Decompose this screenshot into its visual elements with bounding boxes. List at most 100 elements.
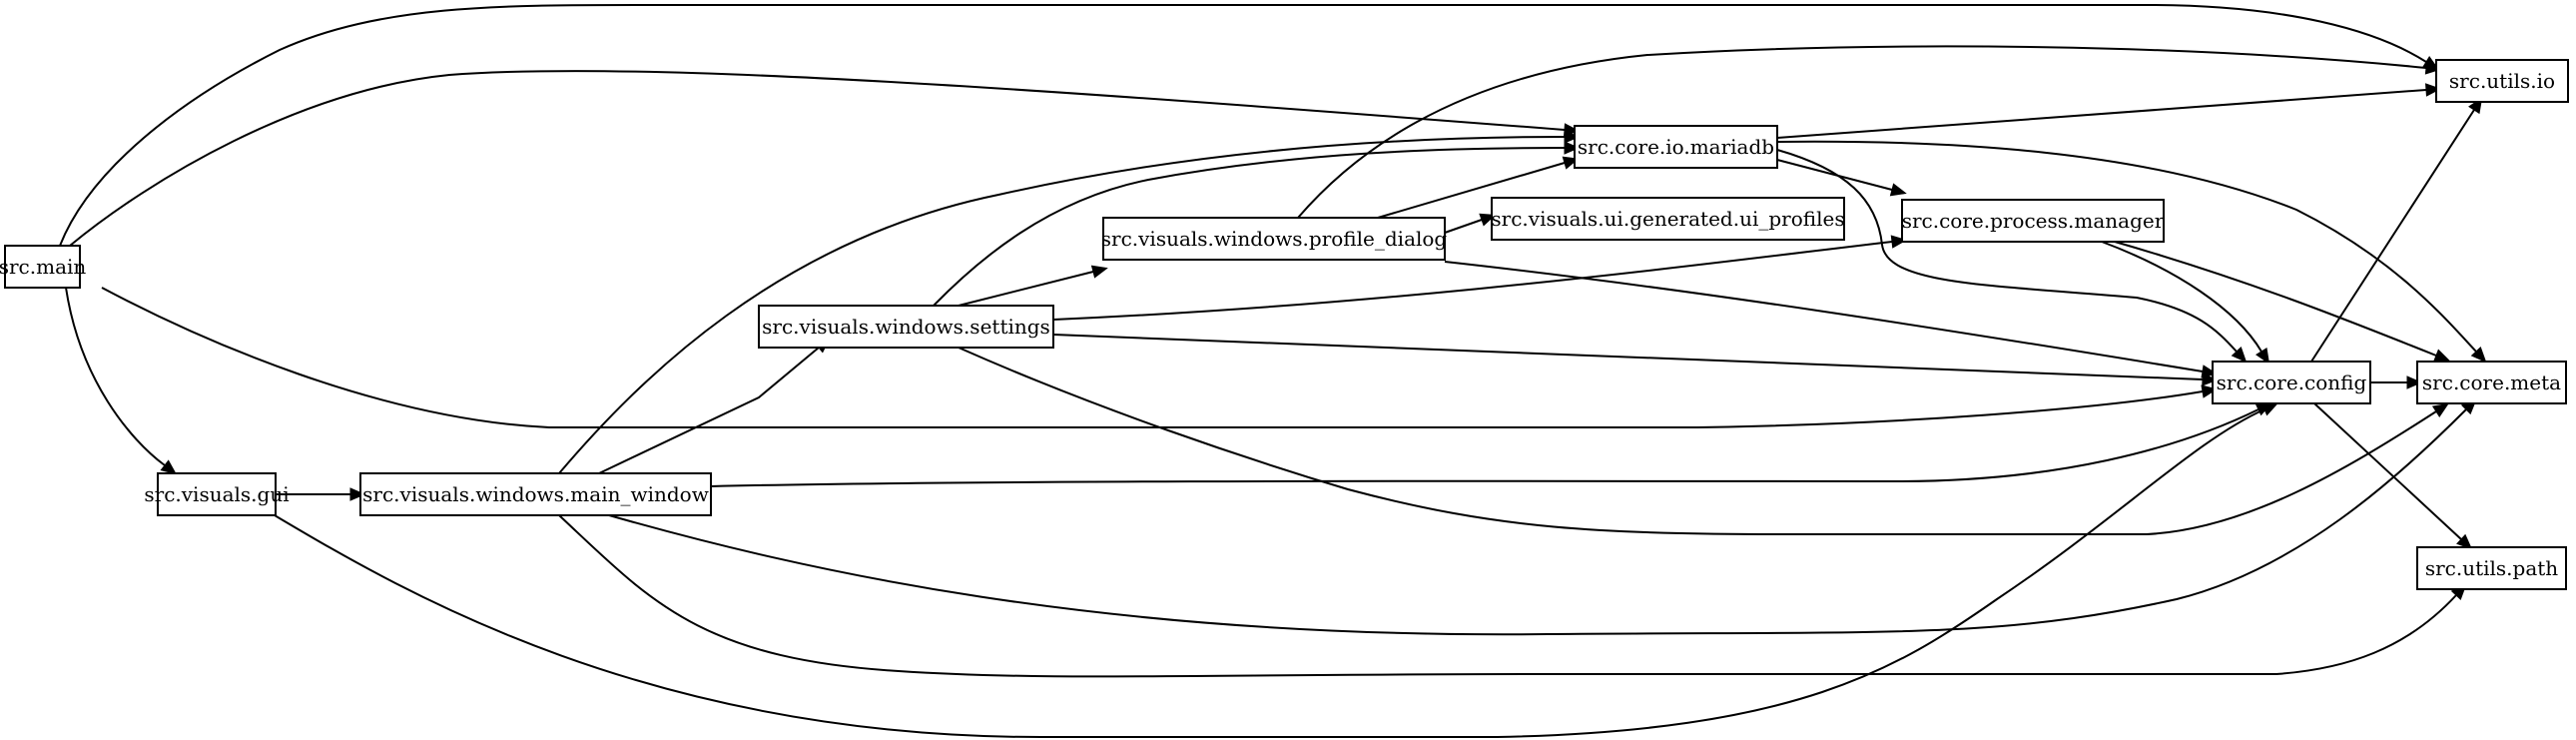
node-box — [1102, 217, 1446, 261]
edge-gui-to-main_window — [276, 487, 366, 501]
node-mariadb: src.core.io.mariadb — [1574, 125, 1778, 169]
edges-layer — [59, 4, 2487, 739]
edge-line — [558, 514, 2457, 678]
edge-arrowhead — [1890, 235, 1908, 249]
edge-arrowhead — [2456, 533, 2473, 550]
edge-mariadb-to-utils_io — [1776, 83, 2442, 139]
edge-arrowhead — [1564, 141, 1581, 155]
edge-mariadb-to-meta — [1776, 140, 2487, 364]
node-config: src.core.config — [2212, 361, 2371, 404]
edge-line — [1776, 89, 2427, 139]
node-settings: src.visuals.windows.settings — [758, 305, 1054, 349]
edge-profile_dialog-to-config — [1444, 261, 2219, 378]
edge-line — [1776, 159, 1893, 191]
edge-arrowhead — [2425, 83, 2442, 97]
edge-arrowhead — [2231, 347, 2248, 364]
node-label: src.core.io.mariadb — [1578, 135, 1774, 159]
edge-settings-to-meta — [958, 347, 2449, 535]
edge-settings-to-profile_dialog — [958, 265, 1108, 307]
node-label: src.visuals.ui.generated.ui_profiles — [1491, 207, 1844, 231]
edge-line — [710, 408, 2259, 487]
edge-arrowhead — [1090, 265, 1108, 279]
edge-line — [2310, 109, 2475, 363]
edge-line — [101, 287, 2204, 428]
node-box — [359, 472, 712, 516]
node-process-manager: src.core.process.manager — [1901, 199, 2165, 243]
node-utils-path: src.utils.path — [2416, 546, 2567, 590]
edge-mariadb-to-config — [1776, 149, 2248, 364]
edge-arrowhead — [2255, 347, 2270, 365]
edge-line — [608, 408, 2467, 636]
node-box — [2416, 546, 2567, 590]
node-box — [1491, 197, 1845, 241]
edge-main-to-config — [101, 287, 2219, 428]
node-main-window: src.visuals.windows.main_window — [359, 472, 712, 516]
node-utils-io: src.utils.io — [2435, 59, 2569, 103]
edge-line — [1776, 140, 2477, 353]
node-label: src.main — [0, 255, 86, 279]
edge-main_window-to-config — [710, 402, 2272, 487]
node-label: src.visuals.gui — [144, 482, 289, 506]
node-gui: src.visuals.gui — [144, 472, 290, 516]
node-main: src.main — [0, 245, 86, 289]
edge-line — [1052, 241, 1893, 321]
edge-line — [2101, 241, 2262, 353]
edge-line — [2313, 402, 2462, 540]
node-label: src.core.process.manager — [1902, 209, 2165, 233]
edge-arrowhead — [2424, 61, 2442, 75]
edge-line — [958, 271, 1094, 307]
node-label: src.visuals.windows.main_window — [362, 482, 709, 506]
node-box — [758, 305, 1054, 349]
node-label: src.utils.io — [2449, 69, 2555, 93]
edge-mariadb-to-process_manager — [1776, 159, 1907, 197]
edge-arrowhead — [160, 459, 178, 475]
node-box — [157, 472, 277, 516]
edge-line — [1297, 45, 2427, 219]
edge-arrowhead — [2433, 349, 2451, 363]
edge-arrowhead — [2431, 402, 2449, 417]
edge-line — [274, 408, 2265, 739]
node-label: src.visuals.windows.profile_dialog — [1101, 227, 1448, 251]
node-box — [2435, 59, 2569, 103]
edge-line — [59, 4, 2427, 247]
edge-settings-to-process_manager — [1052, 235, 1908, 321]
node-meta: src.core.meta — [2416, 361, 2567, 404]
node-label: src.visuals.windows.settings — [762, 315, 1050, 339]
edge-main_window-to-settings — [598, 338, 831, 474]
edge-main_window-to-mariadb — [558, 130, 1581, 474]
edge-line — [933, 147, 1566, 307]
edge-arrowhead — [1564, 130, 1581, 144]
edge-line — [1776, 149, 2238, 353]
node-label: src.core.config — [2217, 370, 2367, 394]
edge-arrowhead — [2406, 375, 2423, 389]
edge-profile_dialog-to-utils_io — [1297, 45, 2442, 219]
node-box — [2416, 361, 2567, 404]
node-box — [1574, 125, 1778, 169]
edge-config-to-utils_path — [2313, 402, 2473, 550]
edge-line — [598, 347, 820, 474]
edge-arrowhead — [349, 487, 366, 501]
edge-line — [1377, 162, 1566, 219]
edge-line — [65, 287, 166, 466]
edge-line — [2114, 241, 2437, 357]
edge-line — [1444, 219, 1483, 234]
edge-line — [958, 347, 2437, 535]
node-box — [4, 245, 81, 289]
node-box — [2212, 361, 2371, 404]
node-ui-profiles: src.visuals.ui.generated.ui_profiles — [1491, 197, 1845, 241]
nodes-layer: src.main src.visuals.gui src.visuals.windo… — [0, 59, 2569, 590]
edge-profile_dialog-to-ui_profiles — [1444, 213, 1497, 234]
edge-config-to-utils_io — [2310, 97, 2483, 363]
edge-settings-to-config — [1052, 334, 2219, 386]
edge-process_manager-to-config — [2101, 241, 2270, 365]
node-label: src.core.meta — [2422, 370, 2561, 394]
edge-main_window-to-utils_path — [558, 514, 2467, 678]
edge-arrowhead — [1889, 183, 1907, 197]
node-box — [1901, 199, 2165, 243]
edge-line — [1444, 261, 2204, 372]
node-profile-dialog: src.visuals.windows.profile_dialog — [1101, 217, 1448, 261]
edge-line — [558, 136, 1566, 474]
edge-main-to-gui — [65, 287, 178, 475]
edge-line — [69, 70, 1566, 247]
